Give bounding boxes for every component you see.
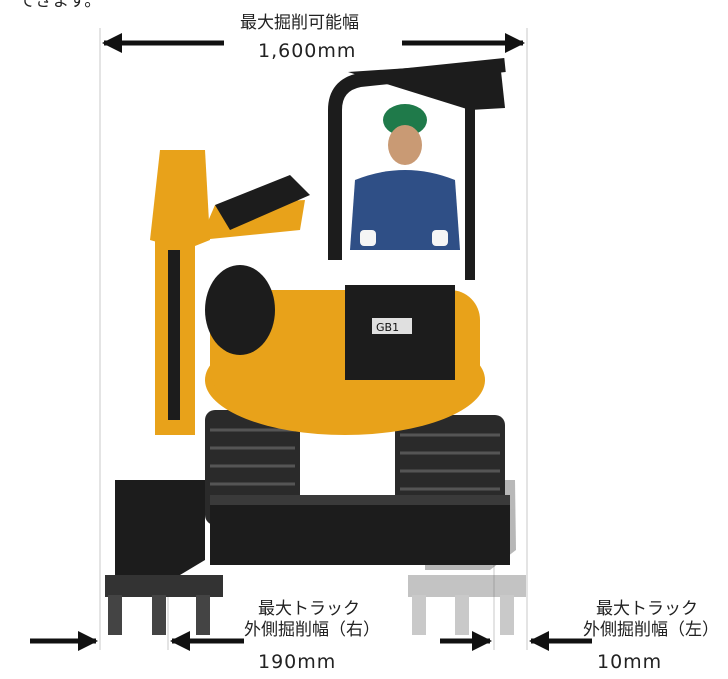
canopy-frame bbox=[328, 58, 506, 260]
operator-body bbox=[350, 170, 460, 250]
offset-left-label-line2: 外側掘削幅（左） bbox=[583, 620, 719, 640]
canopy-roof bbox=[348, 62, 505, 110]
bucket-tooth bbox=[108, 595, 122, 635]
intro-text-fragment: できます。 bbox=[18, 0, 102, 11]
max-width-label: 最大掘削可能幅 bbox=[240, 13, 359, 33]
offset-left-label-line1: 最大トラック bbox=[596, 599, 698, 619]
engine-hood bbox=[205, 265, 275, 355]
operator-face bbox=[388, 125, 422, 165]
excavator-illustration: GB1 bbox=[105, 58, 526, 635]
offset-right-label-line2: 外側掘削幅（右） bbox=[244, 620, 380, 640]
offset-left-value: 10mm bbox=[597, 651, 663, 673]
boom-cylinder bbox=[215, 175, 310, 230]
offset-right-label-line1: 最大トラック bbox=[258, 599, 360, 619]
offset-right-value: 190mm bbox=[258, 651, 337, 673]
arm-cylinder bbox=[168, 250, 180, 420]
bucket bbox=[115, 480, 205, 575]
max-width-value: 1,600mm bbox=[258, 40, 357, 62]
bucket-model-text: GB1 bbox=[376, 321, 399, 334]
operator-helmet bbox=[383, 104, 427, 136]
bucket-tooth bbox=[196, 595, 210, 635]
bucket-tooth bbox=[152, 595, 166, 635]
dozer-blade bbox=[210, 495, 510, 565]
